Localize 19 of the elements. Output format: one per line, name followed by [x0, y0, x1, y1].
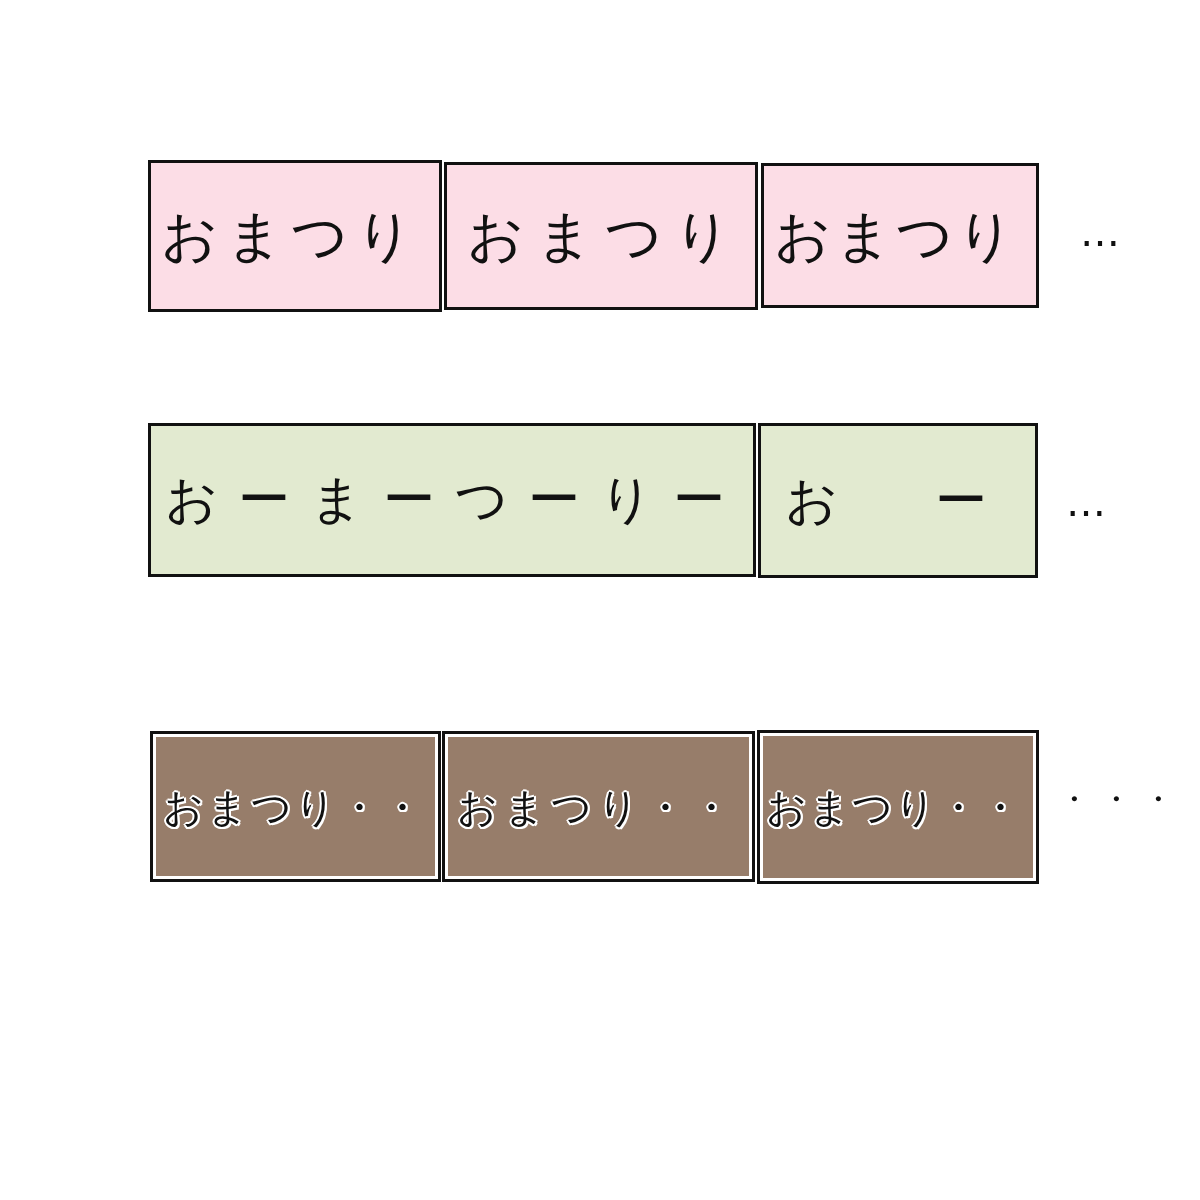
ellipsis: … — [1080, 212, 1122, 252]
handwritten-word: おまつり・・ — [766, 785, 1022, 829]
word-panel — [761, 163, 1039, 308]
word-panel — [444, 162, 758, 310]
word-panel — [148, 423, 756, 577]
word-panel — [757, 730, 1039, 884]
handwritten-word: おまつり — [161, 205, 421, 267]
word-panel — [442, 731, 755, 882]
word-panel — [150, 731, 441, 882]
word-panel — [758, 423, 1038, 578]
ellipsis: ・・・ — [1058, 783, 1184, 815]
handwritten-word: お ー — [785, 471, 1027, 530]
handwritten-word: おまつり — [774, 204, 1018, 267]
handwritten-word: おまつり・・ — [457, 784, 737, 829]
handwritten-word: おまつり・・ — [163, 784, 425, 829]
handwritten-word: おーまーつーりー — [165, 471, 745, 529]
word-panel — [148, 160, 442, 312]
ellipsis: … — [1066, 482, 1108, 522]
handwritten-word: おまつり — [467, 205, 743, 267]
